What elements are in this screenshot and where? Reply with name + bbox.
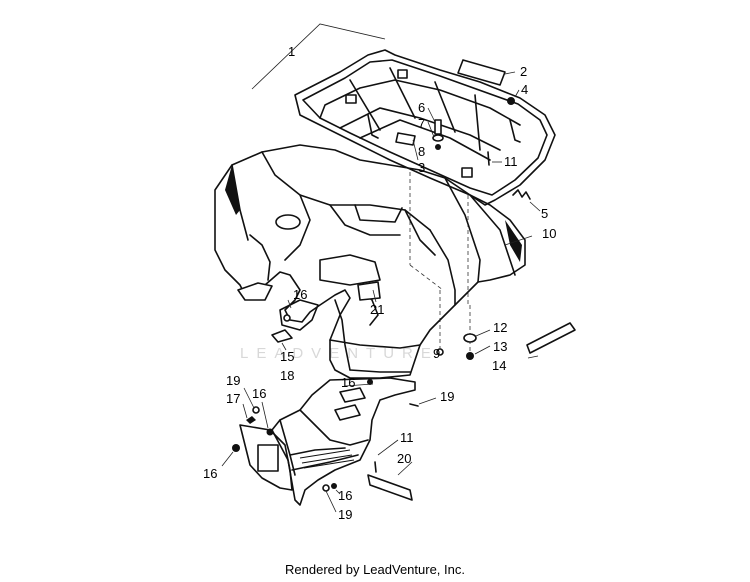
callout-label: 17 [226,391,240,406]
callout-label: 19 [440,389,454,404]
callout-label: 18 [280,368,294,383]
fender-decal [526,322,576,354]
rear-fender [214,144,526,379]
callout-label: 10 [542,226,556,241]
callout-label: 12 [493,320,507,335]
callout-label: 3 [418,160,425,175]
spring [512,189,531,200]
callout-label: 5 [541,206,548,221]
callout-1-bracket [251,23,386,90]
callout-label: 16 [341,375,355,390]
callout-label: 8 [418,144,425,159]
footrest [367,474,413,501]
screw-9 [436,348,444,356]
callout-label: 15 [280,349,294,364]
callout-label: 4 [521,82,528,97]
grommet [463,333,477,343]
nut [507,97,515,105]
bolt-stack [427,107,444,150]
callout-label: 16 [252,386,266,401]
callout-label: 16 [203,466,217,481]
callout-label: 6 [418,100,425,115]
reflector [395,132,416,146]
mud-flap-bracket [279,299,319,331]
callout-label: 19 [338,507,352,522]
spacer [466,352,474,360]
callout-label: 13 [493,339,507,354]
callout-label: 9 [433,346,440,361]
watermark: LEADVENTURE [240,345,439,362]
callout-label: 16 [293,287,307,302]
render-credit: Rendered by LeadVenture, Inc. [285,562,465,577]
callout-label: 2 [520,64,527,79]
footwell [239,377,416,506]
callout-label: 14 [492,358,506,373]
washer [271,329,293,343]
callout-label: 1 [288,44,295,59]
decal [457,59,506,86]
callout-label: 19 [226,373,240,388]
callout-label: 7 [418,116,425,131]
callout-label: 20 [397,451,411,466]
callout-label: 21 [370,302,384,317]
callout-label: 11 [400,430,414,445]
callout-label: 16 [338,488,352,503]
rear-rack [294,49,556,206]
callout-label: 11 [504,154,518,169]
